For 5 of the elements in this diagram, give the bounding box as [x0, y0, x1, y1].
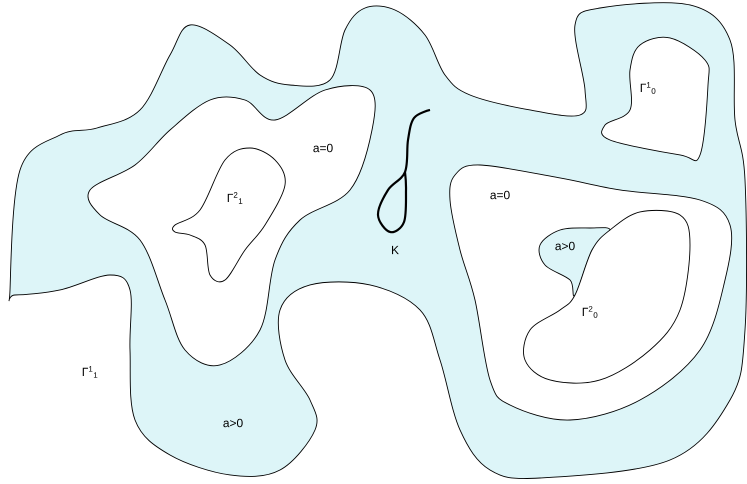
- region-label: a>0: [555, 242, 575, 250]
- region-label: a>0: [223, 418, 243, 428]
- region-label: a=0: [490, 190, 510, 200]
- region-label: a=0: [313, 144, 333, 152]
- curve-label: K: [392, 246, 399, 254]
